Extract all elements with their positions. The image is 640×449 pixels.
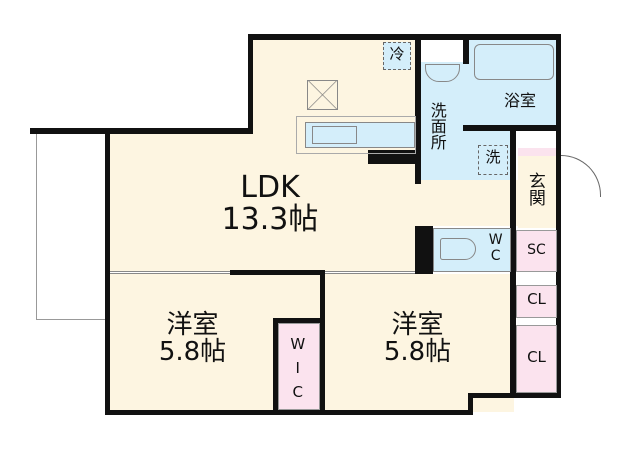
- bedroom-right-label: 洋室 5.8帖: [365, 310, 470, 368]
- sink-basin: [312, 126, 357, 144]
- wall: [463, 34, 469, 64]
- entrance-floor: [518, 148, 558, 228]
- wall: [415, 34, 421, 184]
- bath-floor: [468, 40, 558, 125]
- partition: [325, 271, 415, 274]
- washroom-label: 洗面所: [427, 102, 447, 150]
- bedroom-left-size: 5.8帖: [158, 337, 227, 368]
- shoe-closet: [516, 230, 557, 272]
- closet-2: [516, 325, 557, 393]
- wall: [273, 318, 278, 412]
- closet-1: [516, 285, 557, 318]
- toilet-icon: [440, 238, 476, 260]
- ldk-size: 13.3帖: [221, 201, 319, 237]
- partition: [110, 271, 230, 274]
- closet-1-label: CL: [527, 290, 546, 308]
- washer-space: [478, 145, 508, 175]
- fridge-label: 冷: [389, 45, 405, 63]
- kitchen-counter: [296, 116, 416, 154]
- entrance-label: 玄関: [524, 172, 545, 206]
- entrance-door[interactable]: [561, 155, 601, 197]
- walk-in-closet: [278, 323, 320, 410]
- bedroom-right-floor: [324, 274, 514, 412]
- ventilation-icon: [307, 80, 338, 110]
- wall: [556, 34, 561, 398]
- wall: [468, 393, 473, 415]
- bedroom-right-size: 5.8帖: [383, 337, 452, 368]
- wall: [30, 128, 253, 134]
- ldk-floor-main: [110, 132, 418, 272]
- wall: [230, 270, 320, 275]
- wall: [248, 34, 560, 40]
- wall: [468, 393, 560, 398]
- closet-2-label: CL: [527, 348, 546, 366]
- ldk-name: LDK: [240, 170, 300, 205]
- wall: [105, 410, 473, 415]
- washer-label: 洗: [485, 148, 501, 166]
- hall-floor: [418, 180, 518, 226]
- wall: [248, 34, 253, 134]
- wall: [415, 226, 433, 274]
- bedroom-left-label: 洋室 5.8帖: [140, 310, 245, 368]
- wic-label: WIC: [288, 335, 307, 407]
- bath-label: 浴室: [503, 91, 536, 110]
- bedroom-right-name: 洋室: [391, 310, 444, 340]
- fridge-space: [383, 42, 411, 70]
- bedroom-left-name: 洋室: [166, 310, 219, 340]
- ldk-label: LDK 13.3帖: [210, 172, 330, 235]
- wall: [273, 318, 323, 323]
- balcony: [36, 132, 108, 320]
- wall: [105, 128, 110, 414]
- wall: [320, 270, 325, 412]
- wall: [510, 125, 516, 395]
- shoe-closet-label: SC: [527, 242, 546, 258]
- bathtub: [474, 44, 554, 80]
- toilet-label: WC: [487, 232, 504, 264]
